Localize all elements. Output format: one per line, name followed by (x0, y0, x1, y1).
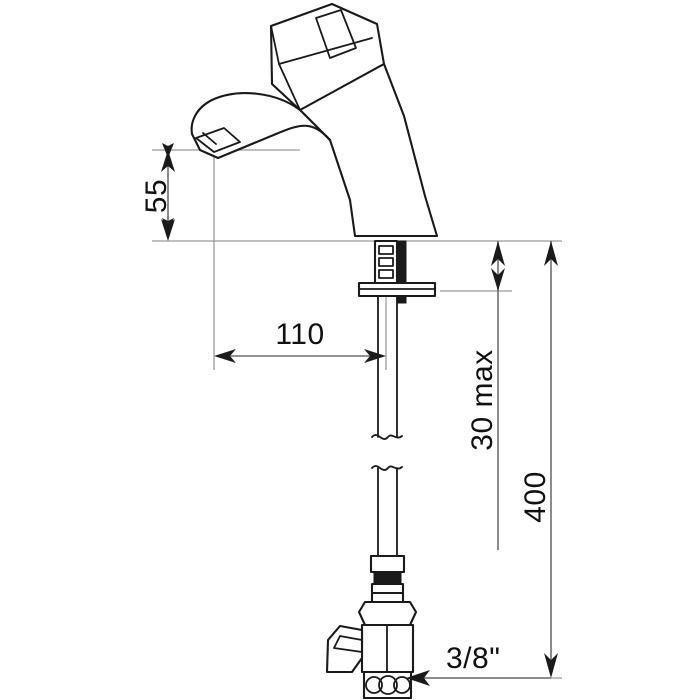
angle-stop-valve (325, 600, 418, 700)
dim-label-inlet-thread: 3/8" (446, 642, 500, 675)
spout (190, 92, 332, 160)
dimension-spout-reach: 110 (214, 318, 386, 363)
dimension-deck-thickness: 30 max (466, 241, 505, 550)
dimension-overall-length: 400 (519, 241, 558, 678)
dim-label-110: 110 (275, 318, 324, 351)
dimension-spout-height: 55 (140, 143, 175, 241)
mounting-washer-nut (357, 281, 437, 298)
tap-body (298, 62, 439, 238)
shank-slot (396, 240, 407, 304)
dimension-inlet-thread: 3/8" (406, 642, 551, 686)
dim-label-55: 55 (140, 179, 173, 213)
dim-label-30max: 30 max (466, 349, 499, 450)
threaded-shank (373, 239, 407, 304)
supply-tube (371, 295, 403, 557)
dim-label-400: 400 (519, 471, 552, 523)
faucet-assembly (190, 2, 439, 700)
compression-fitting (369, 554, 406, 604)
